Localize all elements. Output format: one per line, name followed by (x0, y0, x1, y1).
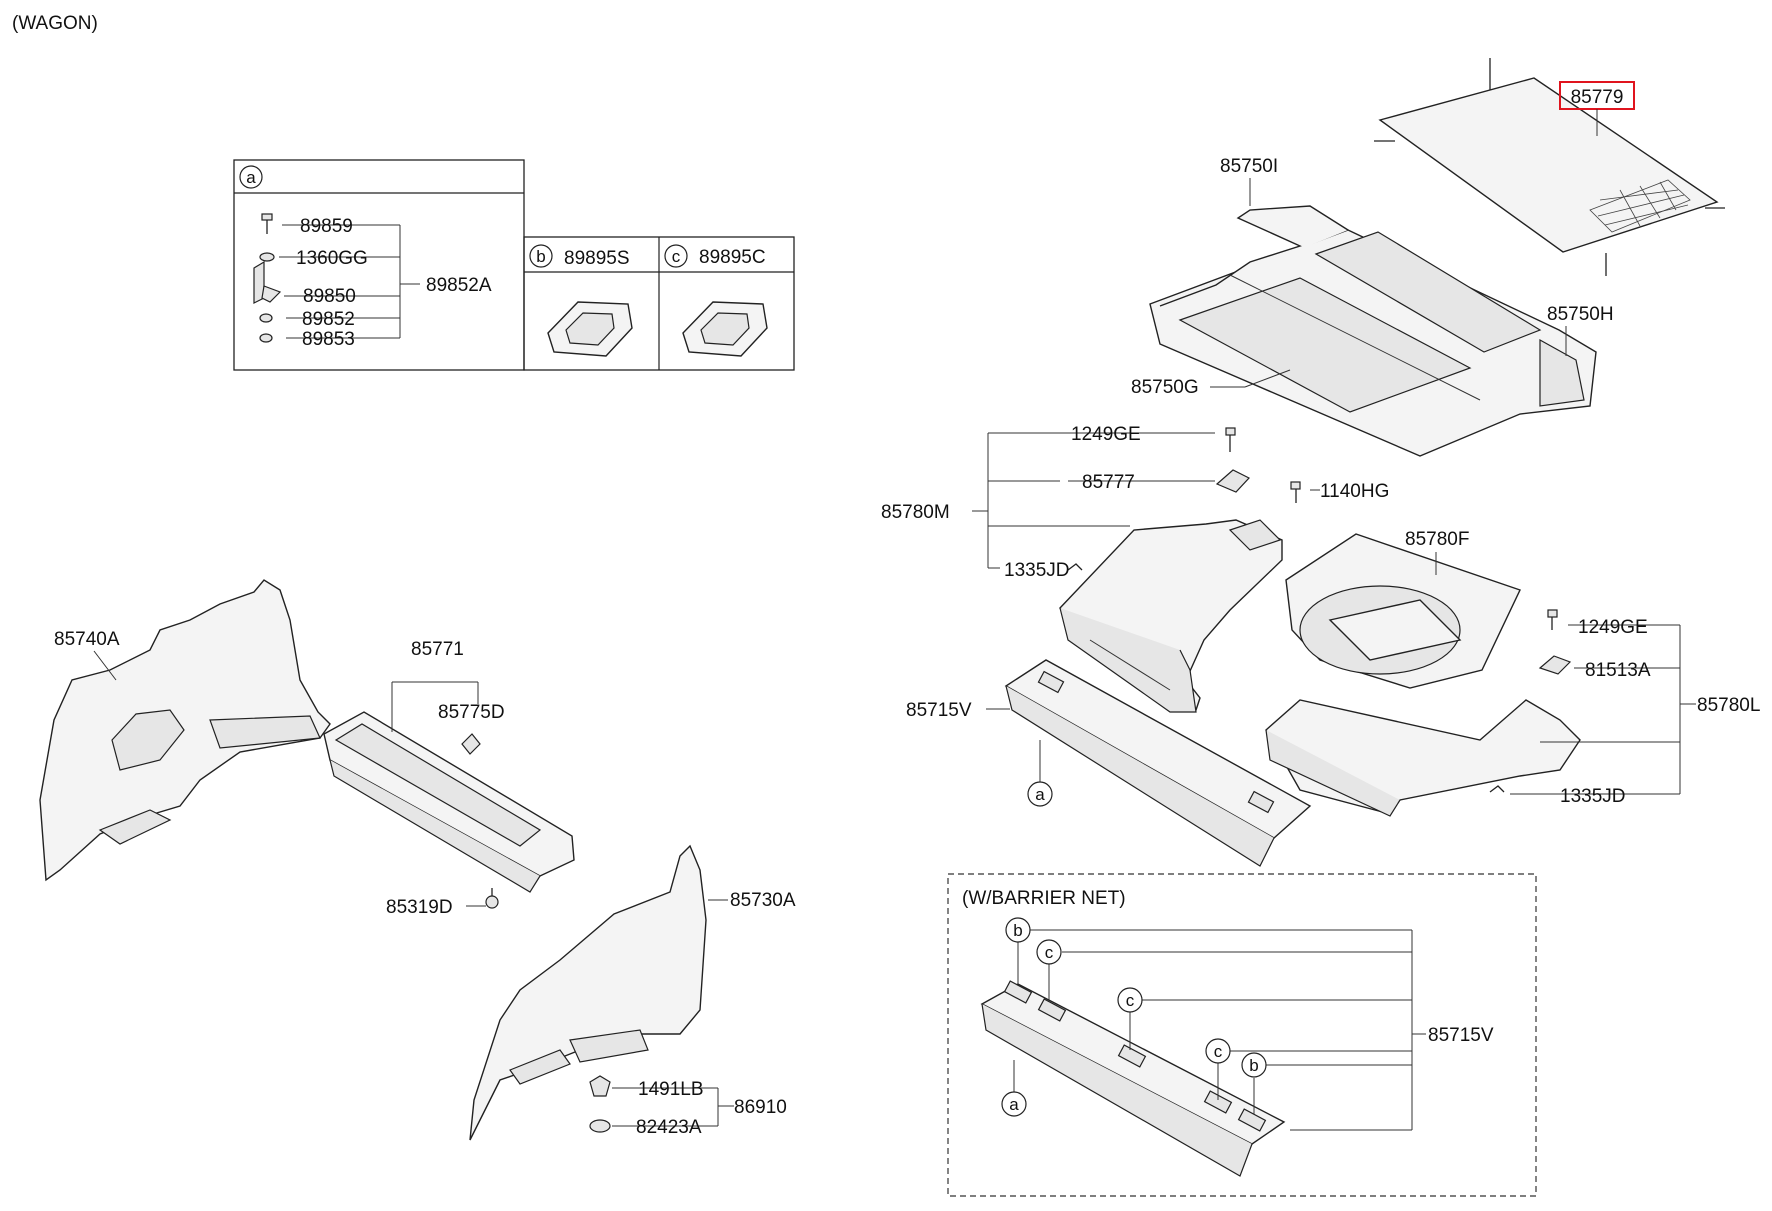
pad-b-icon (547, 301, 633, 357)
label-85740A: 85740A (54, 629, 120, 650)
detail-b-marker: b (536, 247, 545, 266)
label-1249GE-right: 1249GE (1578, 617, 1648, 638)
label-85750H: 85750H (1547, 304, 1614, 325)
detail-c-marker: c (672, 247, 681, 266)
tray-85780L (1265, 699, 1581, 817)
part-89850: 89850 (303, 286, 356, 307)
part-1360GG: 1360GG (296, 248, 368, 269)
spare-tire-tray-85780F (1285, 533, 1521, 689)
part-89853: 89853 (302, 329, 355, 350)
barrier-net-box (947, 873, 1537, 1197)
label-85780L: 85780L (1697, 695, 1760, 716)
clip-81513A (1538, 655, 1572, 675)
part-89895C: 89895C (699, 247, 766, 268)
tray-85780M (1059, 519, 1283, 713)
label-1249GE-top: 1249GE (1071, 424, 1141, 445)
label-81513A: 81513A (1585, 660, 1651, 681)
part-89895S: 89895S (564, 248, 630, 269)
label-85771: 85771 (411, 639, 464, 660)
marker-net-c3: c (1214, 1042, 1223, 1061)
bolt-icon (261, 213, 273, 234)
label-1140HG: 1140HG (1320, 481, 1389, 502)
bolt-1140HG (1290, 481, 1301, 503)
part-89852A: 89852A (426, 275, 492, 296)
label-85319D: 85319D (386, 897, 453, 918)
sill-trim-85771 (323, 711, 575, 893)
detail-a-marker: a (246, 168, 256, 187)
clip-85775D (461, 733, 481, 755)
label-85715V-top: 85715V (906, 700, 972, 721)
clip-1335JD-left (1067, 563, 1083, 571)
diagram-title: (WAGON) (12, 13, 98, 34)
clip-icon (253, 260, 282, 304)
label-85750I: 85750I (1220, 156, 1278, 177)
pad-c-icon (682, 301, 768, 357)
label-1335JD-right: 1335JD (1560, 786, 1626, 807)
marker-net-a: a (1009, 1095, 1019, 1114)
barrier-box-title: (W/BARRIER NET) (962, 888, 1126, 909)
label-86910: 86910 (734, 1097, 787, 1118)
clip-85777 (1215, 469, 1250, 493)
label-1491LB: 1491LB (638, 1079, 704, 1100)
marker-net-c2: c (1126, 991, 1135, 1010)
label-85750G: 85750G (1131, 377, 1199, 398)
label-85715V-net: 85715V (1428, 1025, 1494, 1046)
part-89859: 89859 (300, 216, 353, 237)
trim-85730A (469, 844, 707, 1141)
floor-board-assembly (1149, 205, 1597, 457)
detail-box: a b c 89895S 89895C 89859 1360GG 89850 8… (233, 159, 795, 371)
washer-icon (259, 252, 275, 262)
label-85730A: 85730A (730, 890, 796, 911)
part-89852: 89852 (302, 309, 355, 330)
clip-1335JD-right (1489, 785, 1505, 793)
grommet-icon (259, 313, 273, 323)
label-82423A: 82423A (636, 1117, 702, 1138)
crossbar-85715V-top (1004, 659, 1312, 867)
label-85780M: 85780M (881, 502, 950, 523)
nut-icon (259, 333, 273, 343)
clip-1491LB (589, 1075, 611, 1097)
bolt-1249GE-top (1225, 427, 1236, 452)
trim-85740A (39, 579, 331, 882)
pin-85319D (485, 888, 499, 909)
label-85779: 85779 (1571, 87, 1624, 108)
crossbar-85715V-net (980, 980, 1286, 1177)
luggage-net-85779 (1374, 58, 1725, 276)
washer-82423A (589, 1119, 611, 1133)
label-1335JD-left: 1335JD (1004, 560, 1070, 581)
label-85780F: 85780F (1405, 529, 1469, 550)
marker-net-b1: b (1013, 921, 1022, 940)
label-85775D: 85775D (438, 702, 505, 723)
marker-a-85715V: a (1035, 785, 1045, 804)
marker-net-b2: b (1249, 1056, 1258, 1075)
bolt-1249GE-right (1547, 609, 1558, 630)
marker-net-c1: c (1045, 943, 1054, 962)
label-85777: 85777 (1082, 472, 1135, 493)
